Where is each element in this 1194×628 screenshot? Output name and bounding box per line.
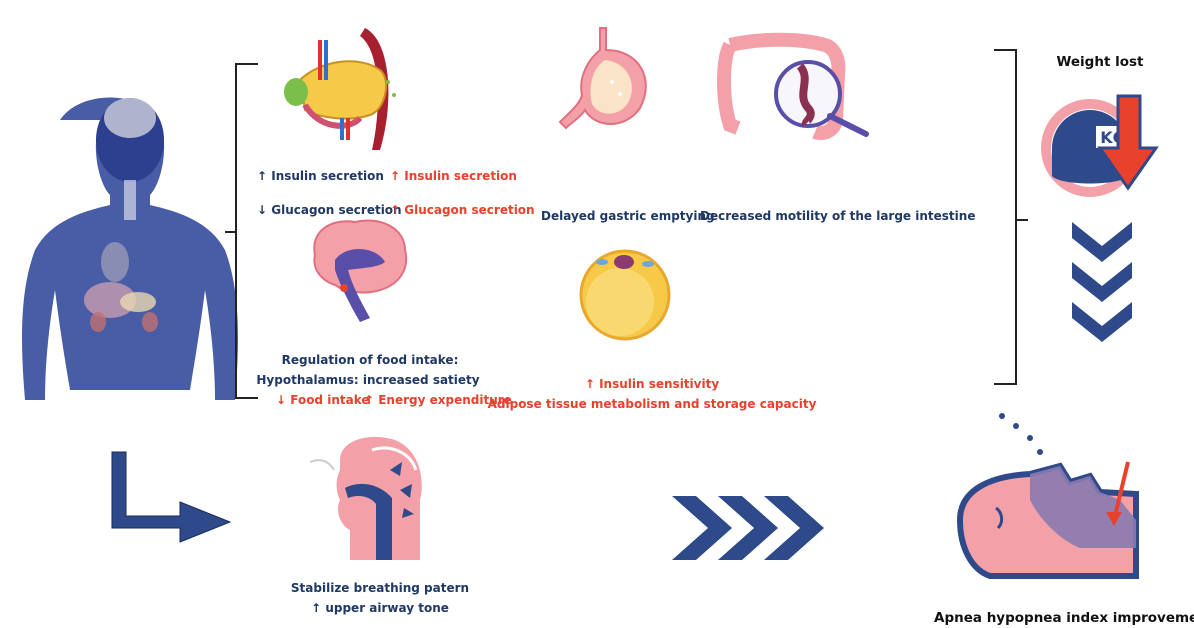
brain-icon	[314, 220, 406, 322]
intestine-label: Decreased motility of the large intestin…	[700, 208, 975, 224]
adipose-label-line2: Adipose tissue metabolism and storage ca…	[488, 396, 817, 412]
adipose-cell-icon	[581, 251, 669, 339]
pancreas-glucagon-down-navy: ↓ Glucagon secretion	[257, 202, 402, 218]
brain-in-body	[104, 98, 156, 138]
pancreas-insulin-up-red: ↑ Insulin secretion	[390, 168, 517, 184]
adipose-label-line1: ↑ Insulin sensitivity	[585, 376, 719, 392]
stomach-icon	[560, 28, 646, 128]
airway-label-line1: Stabilize breathing patern	[291, 580, 469, 596]
vertical-chevrons	[1072, 222, 1132, 342]
horizontal-chevrons	[672, 496, 824, 560]
weight-lost-title: Weight lost	[1056, 54, 1143, 70]
chevron-down-icon	[1072, 302, 1132, 342]
pancreas-glucagon-up-red: ↑ Glucagon secretion	[390, 202, 535, 218]
airway-head-icon	[310, 437, 422, 560]
pancreas-icon	[284, 28, 396, 150]
chevron-right-icon	[672, 496, 732, 560]
pancreas-insulin-up-navy: ↑ Insulin secretion	[257, 168, 384, 184]
apnea-improvement-label: Apnea hypopnea index improvement	[934, 610, 1194, 626]
l-shaped-arrow	[112, 452, 230, 542]
large-intestine-icon	[724, 40, 866, 134]
stomach-label: Delayed gastric emptying	[541, 208, 715, 224]
weight-scale-icon: KG	[1046, 96, 1156, 192]
left-bracket	[236, 64, 258, 398]
brain-food-intake-label: ↓ Food intake	[276, 392, 370, 408]
human-body-figure	[22, 98, 238, 401]
sleeping-person-icon	[960, 413, 1136, 576]
airway-label-line2: ↑ upper airway tone	[311, 600, 449, 616]
chevron-down-icon	[1072, 222, 1132, 262]
chevron-down-icon	[1072, 262, 1132, 302]
brain-label-line2: Hypothalamus: increased satiety	[256, 372, 479, 388]
brain-label-line1: Regulation of food intake:	[282, 352, 459, 368]
right-bracket	[994, 50, 1016, 384]
